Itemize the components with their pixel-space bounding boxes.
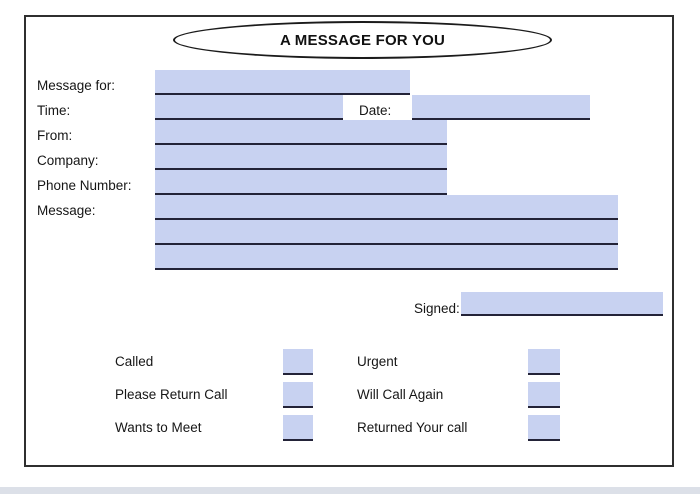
message-line-1	[155, 195, 618, 220]
returned-your-call-checkbox[interactable]	[528, 415, 560, 441]
message-for-label: Message for:	[37, 78, 116, 93]
wants-to-meet-label: Wants to Meet	[115, 420, 202, 435]
phone-number-label: Phone Number:	[37, 178, 132, 193]
urgent-checkbox[interactable]	[528, 349, 560, 375]
returned-your-call-label: Returned Your call	[357, 420, 468, 435]
please-return-call-label: Please Return Call	[115, 387, 228, 402]
company-field[interactable]	[155, 145, 447, 170]
company-label: Company:	[37, 153, 99, 168]
title-ellipse: A MESSAGE FOR YOU	[173, 21, 552, 59]
message-field[interactable]	[155, 195, 618, 270]
called-label: Called	[115, 354, 154, 369]
please-return-call-checkbox[interactable]	[283, 382, 313, 408]
time-label: Time:	[37, 103, 71, 118]
wants-to-meet-checkbox[interactable]	[283, 415, 313, 441]
message-line-3	[155, 245, 618, 270]
from-field[interactable]	[155, 120, 447, 145]
message-for-field[interactable]	[155, 70, 410, 95]
phone-number-field[interactable]	[155, 170, 447, 195]
signed-label: Signed:	[414, 301, 460, 316]
message-line-2	[155, 220, 618, 245]
time-field[interactable]	[155, 95, 343, 120]
bottom-strip	[0, 487, 700, 494]
will-call-again-checkbox[interactable]	[528, 382, 560, 408]
from-label: From:	[37, 128, 73, 143]
signed-field[interactable]	[461, 292, 663, 316]
will-call-again-label: Will Call Again	[357, 387, 444, 402]
date-field[interactable]	[412, 95, 590, 120]
urgent-label: Urgent	[357, 354, 398, 369]
message-label: Message:	[37, 203, 96, 218]
called-checkbox[interactable]	[283, 349, 313, 375]
form-title: A MESSAGE FOR YOU	[279, 31, 446, 49]
date-label: Date:	[359, 103, 392, 118]
